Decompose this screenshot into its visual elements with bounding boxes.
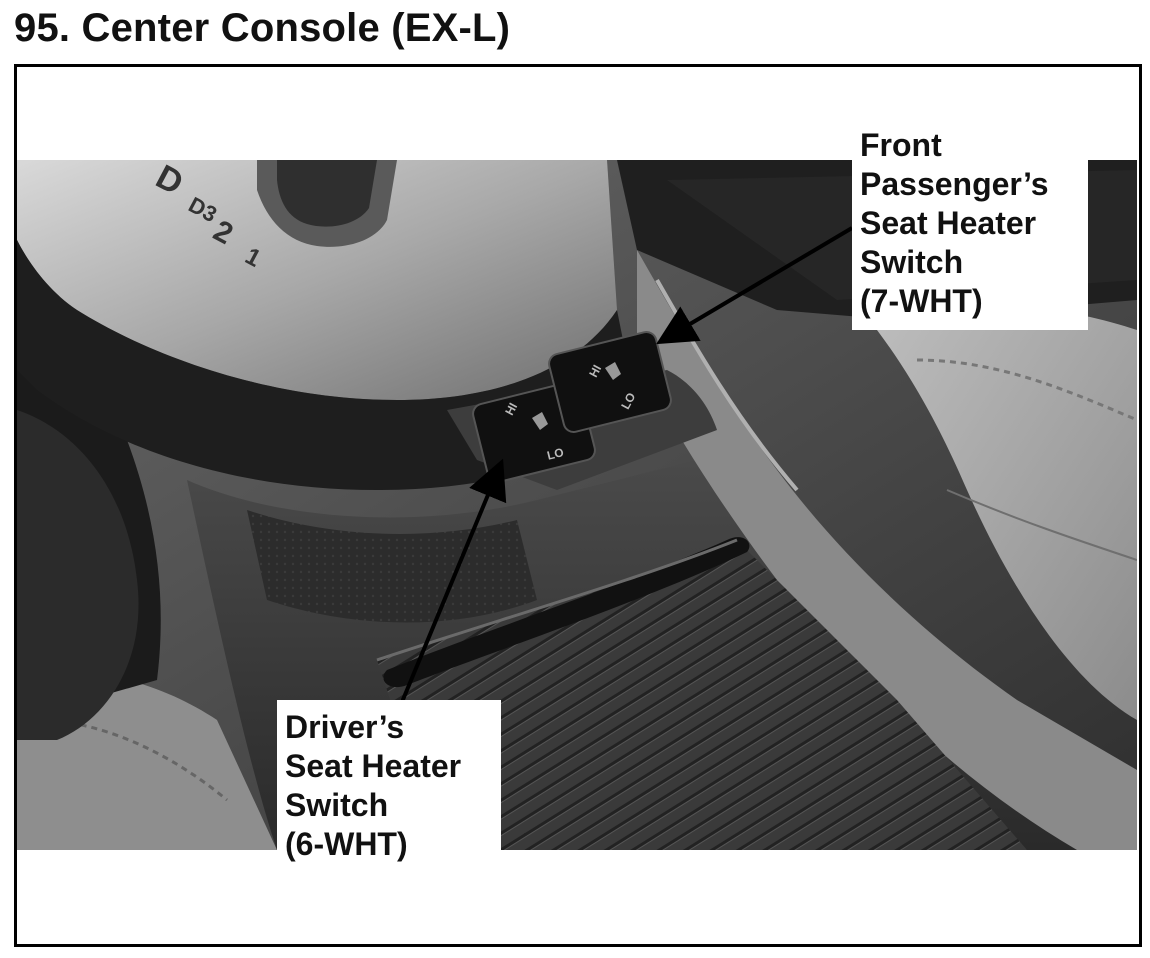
passenger-switch-hi-label: HI [586,362,604,379]
passenger-switch-lo-label: LO [618,390,638,411]
passenger-seat-heater-callout: Front Passenger’s Seat Heater Switch (7-… [852,124,1088,330]
page-title: 95. Center Console (EX-L) [14,6,511,50]
driver-switch-lo-label: LO [546,445,566,463]
callout-line: (6-WHT) [285,826,408,862]
callout-line: Seat Heater [860,205,1037,241]
callout-line: (7-WHT) [860,283,983,319]
callout-line: Switch [285,787,389,823]
callout-line: Front [860,127,942,163]
callout-line: Switch [860,244,964,280]
callout-line: Passenger’s [860,166,1049,202]
driver-seat-heater-callout: Driver’s Seat Heater Switch (6-WHT) [277,700,501,878]
callout-line: Driver’s [285,709,405,745]
driver-switch-hi-label: HI [502,400,520,417]
callout-line: Seat Heater [285,748,462,784]
